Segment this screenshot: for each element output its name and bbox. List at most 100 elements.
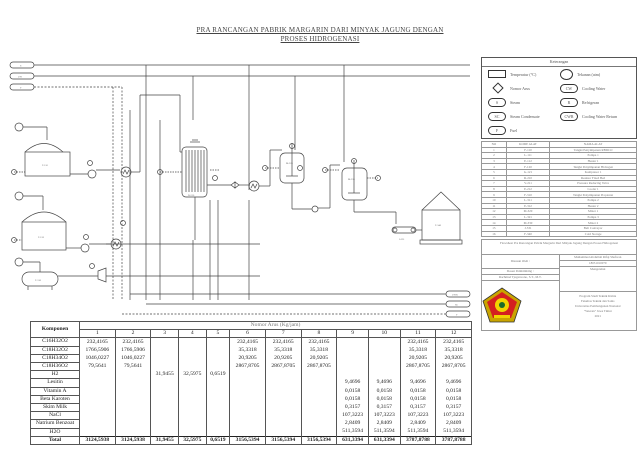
- designer-id: 18031010079: [559, 261, 636, 267]
- flow-value: 0,3157: [336, 403, 369, 412]
- svg-text:M-320: M-320: [286, 162, 294, 165]
- pump-l321-icon: [311, 205, 319, 213]
- designer-name: Muhammad Abdullah Rifqi Shafwan: [559, 255, 636, 261]
- cold-storage-f340: F-340: [419, 191, 463, 245]
- flow-value: [114, 403, 152, 412]
- process-flow-diagram: S CW F CWR SC F F-110: [9, 61, 471, 318]
- flow-value: [150, 411, 179, 420]
- svg-text:M-330: M-330: [348, 178, 356, 181]
- flow-value: [264, 370, 302, 379]
- source-h2-icon: [14, 191, 24, 201]
- stream-number: 9: [336, 329, 369, 339]
- stream-number: 7: [264, 329, 302, 339]
- flow-value: 232,4165: [435, 337, 472, 347]
- flow-value: [300, 411, 338, 420]
- drum-f310: F-310: [21, 271, 59, 290]
- flow-value: [336, 370, 369, 379]
- flow-value: 0,3157: [435, 403, 472, 412]
- component-name: H2: [30, 370, 80, 380]
- component-name: C18H32O2: [30, 345, 80, 355]
- flow-value: [114, 395, 152, 404]
- title-line-1: PRA RANCANGAN PABRIK MARGARIN DARI MINYA…: [196, 26, 444, 34]
- flow-value: 20,9205: [300, 354, 338, 363]
- svg-text:F-110: F-110: [42, 164, 49, 167]
- total-value: 3787,8788: [399, 435, 437, 446]
- flow-value: [229, 403, 266, 412]
- flow-value: 35,3318: [435, 346, 472, 355]
- flow-value: 2,8409: [435, 419, 472, 429]
- flow-value: [79, 411, 116, 420]
- component-name: Natrium Benzoat: [30, 419, 80, 429]
- temperature-symbol-icon: [488, 70, 506, 78]
- total-value: 3156,5394: [300, 435, 338, 446]
- legend-item-stream-number: Nomor Arus: [490, 82, 530, 94]
- flow-value: [229, 370, 266, 379]
- total-value: 3156,5394: [264, 435, 302, 446]
- flow-value: [205, 403, 231, 412]
- pump-l111-icon: [87, 169, 97, 179]
- flow-value: 232,4165: [229, 337, 266, 347]
- svg-text:S: S: [20, 65, 22, 68]
- flow-value: [205, 411, 231, 420]
- tank-f120: F-120: [21, 211, 67, 251]
- flow-value: 2867,8705: [399, 362, 437, 371]
- flow-value: 1766,5906: [79, 346, 116, 355]
- flow-value: 0,6519: [205, 370, 231, 379]
- flow-value: [264, 403, 302, 412]
- source-rbdco-icon: [14, 122, 24, 132]
- flow-value: [114, 411, 152, 420]
- component-name: Vitamin A: [30, 386, 80, 396]
- flow-value: 20,9205: [399, 354, 437, 363]
- flow-value: [178, 362, 207, 371]
- flowsheet-caption: Flowsheet Pra Rancangan Pabrik Margarin …: [482, 240, 636, 255]
- stream-number: 12: [435, 329, 472, 339]
- flow-value: [336, 354, 369, 363]
- flow-value: [264, 387, 302, 396]
- flow-value: [336, 362, 369, 371]
- flow-value: 9,4696: [435, 378, 472, 388]
- flow-value: 35,3318: [399, 346, 437, 355]
- flow-value: 32,5975: [178, 370, 207, 379]
- flow-value: [150, 362, 179, 371]
- valve-v211-icon: [230, 181, 240, 189]
- flow-value: [336, 346, 369, 355]
- flow-value: 0,0158: [336, 387, 369, 396]
- flow-value: 1046,0227: [114, 354, 152, 363]
- stream-number-symbol-icon: [492, 82, 504, 94]
- stream-group-header: Nomor Arus (Kg/jam): [79, 320, 472, 331]
- total-value: 631,3394: [336, 435, 369, 446]
- flow-value: 79,5641: [79, 362, 116, 371]
- flow-value: 511,3594: [435, 428, 472, 437]
- flow-value: 232,4165: [79, 337, 116, 347]
- flow-value: [79, 395, 116, 404]
- flow-value: [300, 395, 338, 404]
- flow-value: [150, 395, 179, 404]
- equipment-name: Cold Storage: [549, 230, 637, 238]
- flow-value: [229, 419, 266, 429]
- flow-value: [264, 378, 302, 388]
- flow-value: 79,5641: [114, 362, 152, 371]
- component-name: C18H34O2: [30, 353, 80, 364]
- mixer-m320: M-320: [279, 143, 305, 184]
- svg-text:CW: CW: [18, 76, 23, 79]
- designed-by-label: Disusun Oleh :: [482, 255, 559, 269]
- flow-value: 9,4696: [336, 378, 369, 388]
- svg-text:F-120: F-120: [38, 236, 45, 239]
- flow-value: [178, 378, 207, 388]
- flow-value: [178, 428, 207, 437]
- legend-item-pressure: Tekanan (atm): [560, 69, 600, 80]
- flow-value: [114, 419, 152, 429]
- flow-value: 107,3223: [435, 411, 472, 420]
- component-name: NaCl: [30, 411, 80, 421]
- flow-value: 232,4165: [300, 337, 338, 347]
- flow-value: [150, 403, 179, 412]
- flow-value: [114, 387, 152, 396]
- flow-value: [79, 378, 116, 388]
- flow-value: 0,0158: [399, 387, 437, 396]
